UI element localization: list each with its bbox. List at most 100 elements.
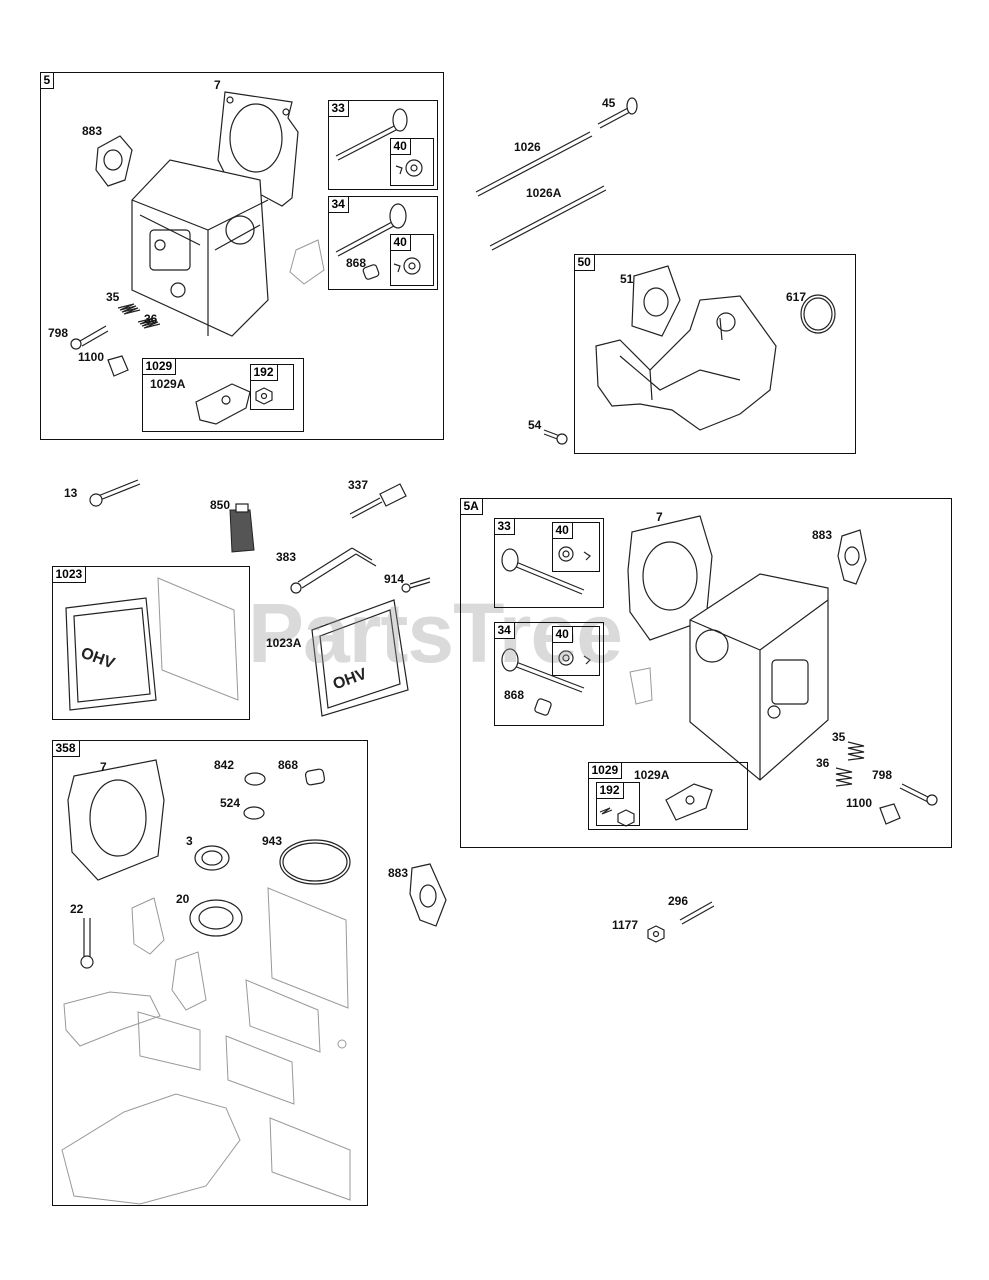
seal-3 xyxy=(194,845,230,871)
section-358-box: 358 xyxy=(51,739,368,1206)
valve-34b-label: 34 xyxy=(493,621,515,639)
part-label: 883 xyxy=(812,528,833,542)
valve-cover-1023A: OHV xyxy=(311,599,409,717)
rocker-arm-1029A xyxy=(195,383,251,425)
seal-40-label: 40 xyxy=(389,137,411,155)
valve-cover-gasket xyxy=(157,577,239,701)
section-50-label: 50 xyxy=(573,253,595,271)
part-label: 617 xyxy=(786,290,807,304)
part-label: 868 xyxy=(346,256,367,270)
bolt-13 xyxy=(89,479,141,507)
section-5A-box: 5A xyxy=(459,497,952,848)
nut-1100b xyxy=(879,803,901,825)
section-5-box: 5 xyxy=(39,71,444,440)
part-label: 1029A xyxy=(634,768,670,782)
part-label: 13 xyxy=(64,486,78,500)
bolt-798b xyxy=(899,783,938,806)
valve-34b-box: 34 xyxy=(493,621,604,726)
tool-383 xyxy=(290,547,377,594)
seal-40b-box: 40 xyxy=(389,233,434,286)
bolt-914 xyxy=(401,577,431,593)
part-label: 868 xyxy=(278,758,299,772)
gasket-51 xyxy=(631,265,681,337)
part-label: 1023A xyxy=(266,636,302,650)
cylinder-head-5A xyxy=(689,573,829,781)
valve-33-label: 33 xyxy=(327,99,349,117)
spark-plug-337 xyxy=(349,483,407,519)
part-label: 883 xyxy=(388,866,409,880)
valve-34-label: 34 xyxy=(327,195,349,213)
nut-192b-box: 192 xyxy=(595,781,640,826)
nut-192b-label: 192 xyxy=(595,781,624,799)
bolt-798 xyxy=(70,325,109,350)
seal-40b-label: 40 xyxy=(389,233,411,251)
valve-33b-label: 33 xyxy=(493,517,515,535)
part-label: 943 xyxy=(262,834,283,848)
seal-40-box: 40 xyxy=(389,137,434,186)
seal-40c-label: 40 xyxy=(551,521,573,539)
section-358-label: 358 xyxy=(51,739,80,757)
seal-40c-box: 40 xyxy=(551,521,600,572)
valve-45 xyxy=(597,97,638,129)
part-label: 1029A xyxy=(150,377,186,391)
valve-34b xyxy=(501,648,585,693)
valve-seal-40b xyxy=(393,257,421,275)
pushrod-1026A xyxy=(489,185,607,251)
o-ring-842 xyxy=(244,772,266,786)
part-label: 36 xyxy=(816,756,830,770)
part-label: 54 xyxy=(528,418,542,432)
part-label: 7 xyxy=(100,760,107,774)
part-label: 883 xyxy=(82,124,103,138)
part-label: 1026 xyxy=(514,140,541,154)
part-label: 1100 xyxy=(78,350,105,364)
nut-192-label: 192 xyxy=(249,363,278,381)
guide-868c xyxy=(304,768,326,786)
gasket-kit-pieces xyxy=(61,887,351,1205)
part-label: 337 xyxy=(348,478,369,492)
valve-seal-40a xyxy=(395,159,423,177)
o-ring-943 xyxy=(279,839,351,885)
rocker-arm-1029Ab xyxy=(665,783,713,821)
sealant-tube-850 xyxy=(229,503,255,553)
valve-34-box: 34 xyxy=(327,195,438,290)
part-label: 524 xyxy=(220,796,241,810)
o-ring-524 xyxy=(243,806,265,820)
bolt-22 xyxy=(80,918,94,969)
part-label: 1177 xyxy=(612,918,639,932)
part-label: 22 xyxy=(70,902,84,916)
part-label: 51 xyxy=(620,272,634,286)
bolt-54 xyxy=(543,429,568,445)
part-label: 296 xyxy=(668,894,689,908)
part-label: 3 xyxy=(186,834,193,848)
part-label: 798 xyxy=(872,768,893,782)
section-1023-label: 1023 xyxy=(51,565,87,583)
valve-seal-40d xyxy=(558,650,591,666)
seal-40d-label: 40 xyxy=(551,625,573,643)
part-label: 35 xyxy=(832,730,846,744)
nut-1100 xyxy=(107,355,129,377)
head-gasket-small xyxy=(289,239,325,285)
part-label: 45 xyxy=(602,96,616,110)
nut-192b xyxy=(599,807,635,827)
section-50-box: 50 xyxy=(573,253,856,454)
rocker-1029-label: 1029 xyxy=(141,357,177,375)
part-label: 842 xyxy=(214,758,235,772)
nut-192-box: 192 xyxy=(249,363,294,410)
valve-cover-1023: OHV xyxy=(65,597,157,711)
nut-1177 xyxy=(647,925,665,943)
part-label: 914 xyxy=(384,572,405,586)
gasket-883c xyxy=(409,863,447,927)
valve-34a xyxy=(335,203,407,257)
cylinder-head xyxy=(131,159,269,337)
part-label: 35 xyxy=(106,290,120,304)
pin-296 xyxy=(679,901,715,925)
part-label: 1026A xyxy=(526,186,562,200)
rocker-1029-box: 1029 xyxy=(141,357,304,432)
spring-35b xyxy=(847,741,865,761)
intake-manifold xyxy=(595,295,777,431)
part-label: 20 xyxy=(176,892,190,906)
seal-40d-box: 40 xyxy=(551,625,600,676)
section-1023-box: 1023 xyxy=(51,565,250,720)
spring-36b xyxy=(835,767,853,787)
